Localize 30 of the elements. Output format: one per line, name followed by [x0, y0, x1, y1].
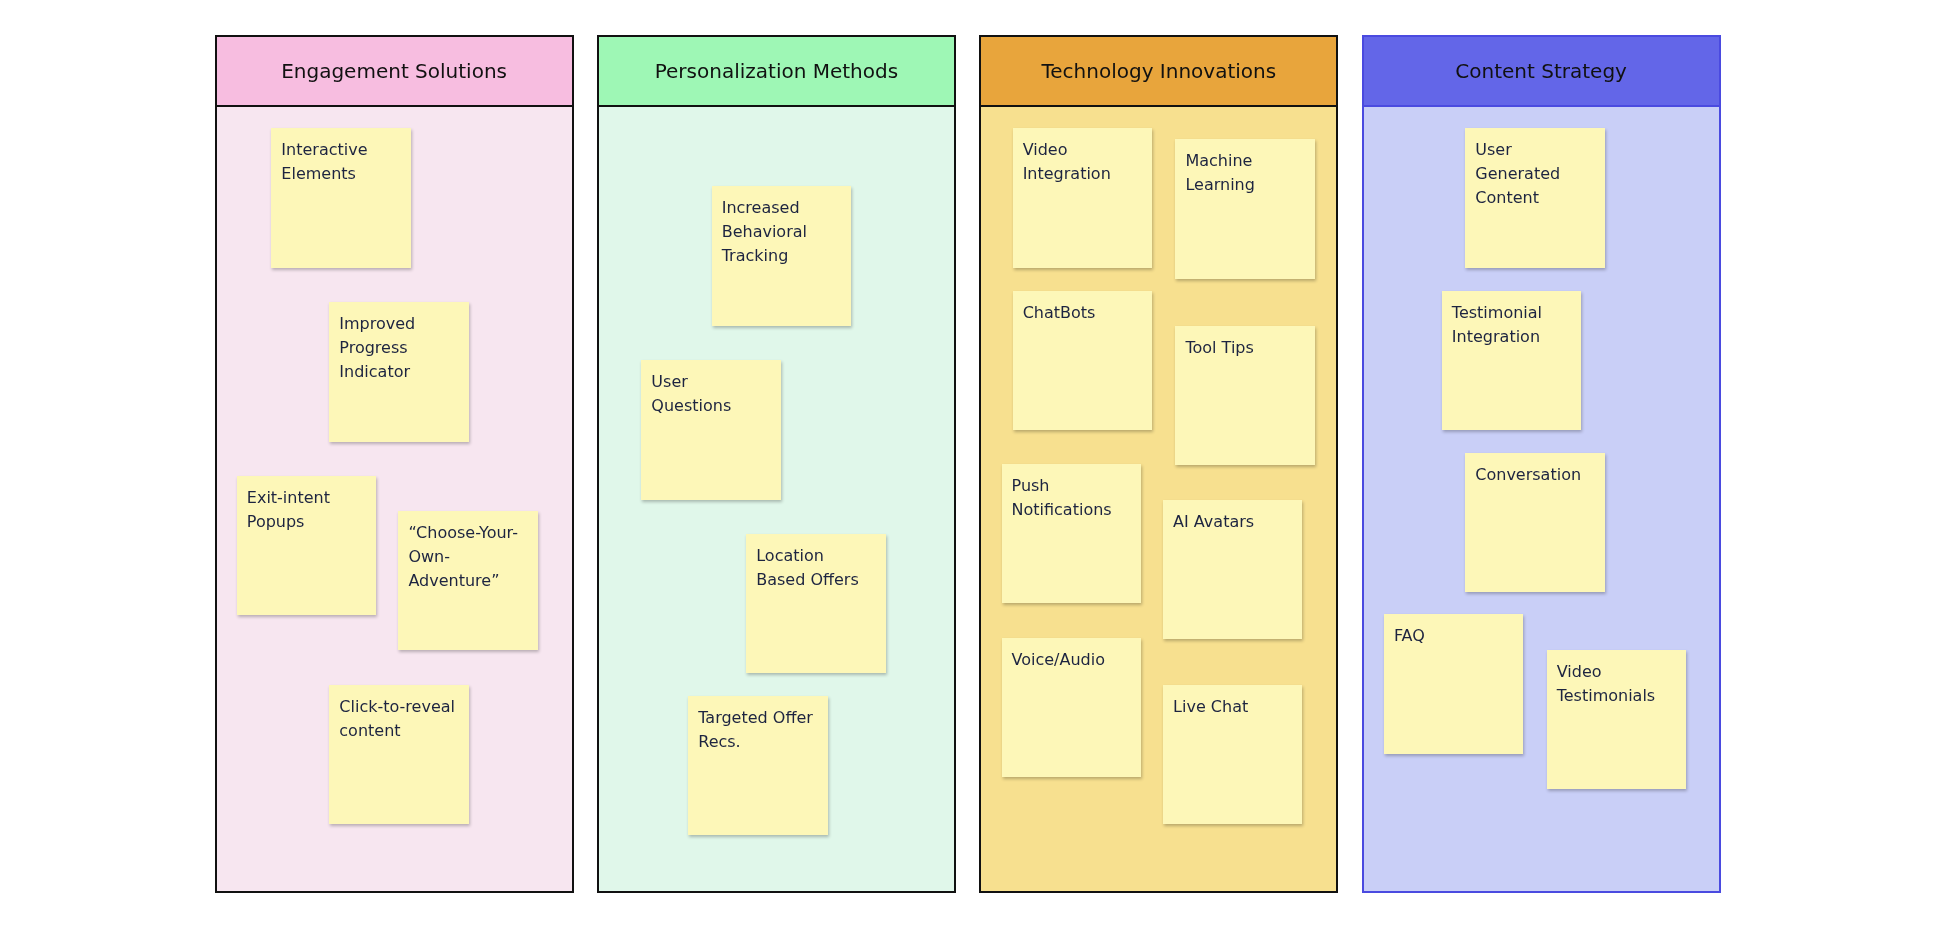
column-header: Content Strategy	[1363, 36, 1719, 107]
column-panel	[979, 34, 1339, 893]
sticky-note: Tool Tips	[1175, 325, 1315, 465]
sticky-note: Voice/Audio	[1001, 637, 1141, 778]
sticky-note: Push Notifications	[1001, 463, 1141, 604]
sticky-note: ChatBots	[1012, 291, 1152, 431]
sticky-note: User Questions	[641, 360, 781, 500]
column-panel	[1361, 34, 1721, 893]
sticky-note: Testimonial Integration	[1441, 291, 1582, 431]
sticky-note: Interactive Elements	[271, 128, 411, 268]
sticky-note: Exit-intent Popups	[236, 476, 377, 616]
column-panel	[214, 34, 574, 893]
sticky-note: Increased Behavioral Tracking	[711, 186, 852, 326]
sticky-note: Improved Progress Indicator	[329, 302, 469, 442]
sticky-note: Click-to-reveal content	[329, 684, 469, 824]
sticky-note: User Generated Content	[1465, 128, 1605, 268]
sticky-note: Live Chat	[1163, 684, 1303, 824]
sticky-note: FAQ	[1383, 614, 1524, 754]
sticky-note: AI Avatars	[1163, 499, 1303, 639]
column-header: Personalization Methods	[598, 36, 954, 107]
sticky-note: Location Based Offers	[746, 534, 886, 674]
column-panel	[596, 34, 956, 893]
sticky-note: Video Testimonials	[1546, 650, 1687, 790]
column-header: Technology Innovations	[981, 36, 1337, 107]
sticky-note: “Choose-Your-Own-Adventure”	[398, 510, 538, 650]
sticky-note: Targeted Offer Recs.	[688, 695, 828, 835]
sticky-note: Conversation	[1465, 452, 1605, 593]
sticky-note: Video Integration	[1012, 128, 1152, 268]
sticky-note: Machine Learning	[1175, 139, 1315, 279]
column-header: Engagement Solutions	[216, 36, 572, 107]
